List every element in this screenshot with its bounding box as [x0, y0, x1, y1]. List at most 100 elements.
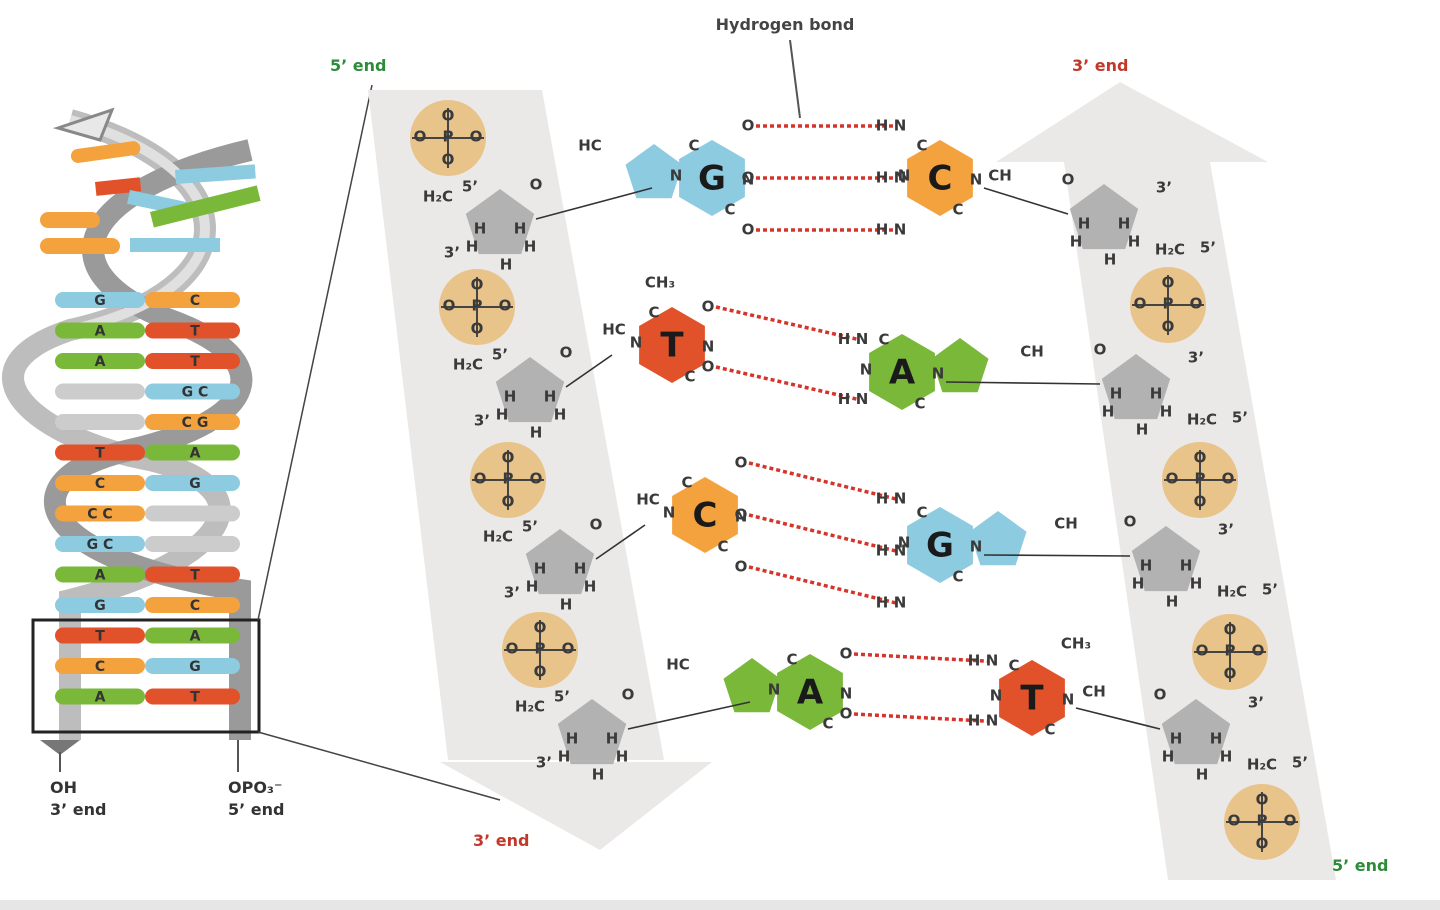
atom-label: C — [648, 304, 659, 322]
zoom-line-bottom — [257, 731, 501, 801]
ch-label: CH — [1082, 683, 1106, 701]
helix-pair-right — [145, 505, 240, 522]
atom-label: H — [530, 424, 543, 442]
purine-five-ring — [625, 144, 683, 199]
atom-label: H — [1162, 748, 1175, 766]
atom-label: O — [442, 151, 455, 169]
atom-label: N — [990, 687, 1003, 705]
atom-label: H — [1104, 251, 1117, 269]
base-ring — [672, 477, 738, 553]
prime-3-label: 3’ — [1218, 521, 1234, 539]
helix-pair-right — [145, 627, 240, 644]
atom-label: N — [898, 167, 911, 185]
atom-label: O — [502, 493, 515, 511]
atom-label: P — [535, 640, 546, 658]
atom-label: O — [534, 663, 547, 681]
helix-pair-left — [55, 475, 145, 491]
atom-label: O — [1222, 470, 1235, 488]
base-ring — [869, 334, 935, 410]
helix-pair-right-label: C G — [182, 415, 209, 431]
ch-label: CH — [1020, 343, 1044, 361]
atom-label: O — [735, 558, 748, 576]
atom-label: H — [500, 256, 513, 274]
atom-label: H — [838, 330, 851, 348]
atom-label: H — [544, 388, 557, 406]
atom-label: H — [1102, 403, 1115, 421]
atom-label: H — [1118, 215, 1131, 233]
hydrogen-bond — [748, 513, 897, 553]
atom-label: H — [560, 596, 573, 614]
atom-label: O — [1134, 295, 1147, 313]
atom-label: O — [1252, 642, 1265, 660]
atom-label: H — [876, 542, 889, 560]
sugar-pentagon — [1161, 699, 1231, 765]
atom-label: N — [986, 712, 999, 730]
atom-label: C — [916, 504, 927, 522]
helix-pair-right-label: A — [190, 629, 201, 645]
helix-pair-left-label: T — [95, 446, 105, 462]
base-ring — [777, 654, 843, 730]
hydrogen-bond-pointer — [789, 39, 801, 119]
atom-label: O — [530, 176, 543, 194]
helix-end-arrow-icon — [40, 740, 80, 755]
helix-pair-right-label: T — [190, 568, 200, 584]
sugar-pentagon — [465, 189, 535, 255]
helix-pair-left-label: C — [95, 659, 105, 675]
helix-pair-left-label: T — [95, 629, 105, 645]
atom-label: P — [1257, 812, 1268, 830]
helix-opo-end-label: 5’ end — [228, 800, 284, 819]
glycosidic-bond — [1075, 707, 1161, 730]
atom-label: H — [1166, 593, 1179, 611]
helix-pair-right — [145, 322, 240, 339]
helix-pair-left-label: C C — [87, 507, 112, 523]
atom-label: P — [443, 128, 454, 146]
atom-label: O — [414, 128, 427, 146]
base-letter: T — [1020, 679, 1044, 719]
atom-label: O — [702, 298, 715, 316]
right-strand-strip — [1064, 162, 1336, 880]
helix-pair-right-label: C — [190, 598, 200, 614]
left-strand-arrow — [440, 762, 712, 850]
prime-5-label: 5’ — [492, 346, 508, 364]
atom-label: H — [566, 730, 579, 748]
atom-label: H — [1140, 557, 1153, 575]
atom-label: H — [1170, 730, 1183, 748]
left-strand-top-label: 5’ end — [330, 56, 386, 75]
base-letter: C — [928, 159, 953, 199]
h2c-label: H₂C — [1247, 756, 1277, 774]
helix-pair-left-label: G C — [87, 537, 114, 553]
helix-oh-end-label: 3’ end — [50, 800, 106, 819]
prime-3-label: 3’ — [1248, 694, 1264, 712]
atom-label: H — [524, 238, 537, 256]
right-strand-arrow — [996, 82, 1268, 162]
atom-label: O — [471, 320, 484, 338]
atom-label: H — [968, 652, 981, 670]
prime-5-label: 5’ — [1262, 581, 1278, 599]
helix-pair-left-label: A — [95, 354, 106, 370]
base-ring — [639, 307, 705, 383]
atom-label: C — [684, 368, 695, 386]
glycosidic-bond — [983, 554, 1131, 557]
prime-5-label: 5’ — [1232, 409, 1248, 427]
atom-label: N — [742, 171, 755, 189]
atom-label: C — [916, 137, 927, 155]
base-ring — [999, 660, 1065, 736]
atom-label: O — [1162, 274, 1175, 292]
helix-pair-right-label: A — [190, 446, 201, 462]
atom-label: H — [1210, 730, 1223, 748]
atom-label: O — [742, 169, 755, 187]
helix-pair-left — [55, 322, 145, 339]
atom-label: N — [856, 330, 869, 348]
helix-pair-left-label: G — [94, 293, 106, 309]
atom-label: N — [894, 594, 907, 612]
helix-pair-left — [55, 444, 145, 461]
